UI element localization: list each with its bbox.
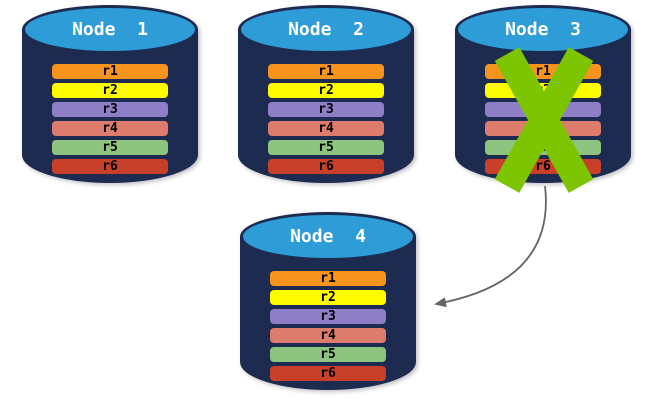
replica-bar-r1: r1	[52, 64, 168, 79]
replica-bar-r2: r2	[270, 290, 386, 305]
replica-bar-r4: r4	[52, 121, 168, 136]
node-1: Node 1 r1 r2 r3 r4 r5 r6	[22, 5, 198, 183]
replica-stack: r1 r2 r3 r4 r5 r6	[52, 64, 168, 174]
replica-bar-r5: r5	[485, 140, 601, 155]
replica-bar-r3: r3	[270, 309, 386, 324]
replica-bar-r6: r6	[270, 366, 386, 381]
replica-bar-r2: r2	[268, 83, 384, 98]
replica-bar-r6: r6	[485, 159, 601, 174]
replica-bar-r4: r4	[270, 328, 386, 343]
arrow-curve	[434, 185, 547, 308]
node-title: Node 4	[290, 226, 366, 247]
replica-bar-r2: r2	[485, 83, 601, 98]
node-4: Node 4 r1 r2 r3 r4 r5 r6	[240, 212, 416, 390]
replica-bar-r5: r5	[52, 140, 168, 155]
replica-bar-r6: r6	[52, 159, 168, 174]
cylinder-top: Node 2	[238, 5, 414, 54]
replica-bar-r3: r3	[52, 102, 168, 117]
node-2: Node 2 r1 r2 r3 r4 r5 r6	[238, 5, 414, 183]
cylinder-top: Node 1	[22, 5, 198, 54]
node-title: Node 2	[288, 19, 364, 40]
replica-stack: r1 r2 r3 r4 r5 r6	[268, 64, 384, 174]
replica-bar-r5: r5	[268, 140, 384, 155]
replica-bar-r2: r2	[52, 83, 168, 98]
cylinder-top: Node 3	[455, 5, 631, 54]
node-title: Node 3	[505, 19, 581, 40]
replica-bar-r1: r1	[485, 64, 601, 79]
replica-bar-r3: r3	[485, 102, 601, 117]
replica-bar-r1: r1	[268, 64, 384, 79]
replica-stack: r1 r2 r3 r4 r5 r6	[485, 64, 601, 174]
cylinder-top: Node 4	[240, 212, 416, 261]
replica-bar-r5: r5	[270, 347, 386, 362]
replica-bar-r3: r3	[268, 102, 384, 117]
replica-bar-r1: r1	[270, 271, 386, 286]
replica-bar-r4: r4	[485, 121, 601, 136]
node-title: Node 1	[72, 19, 148, 40]
replica-stack: r1 r2 r3 r4 r5 r6	[270, 271, 386, 381]
node-3: Node 3 r1 r2 r3 r4 r5 r6	[455, 5, 631, 183]
replica-bar-r6: r6	[268, 159, 384, 174]
replica-bar-r4: r4	[268, 121, 384, 136]
